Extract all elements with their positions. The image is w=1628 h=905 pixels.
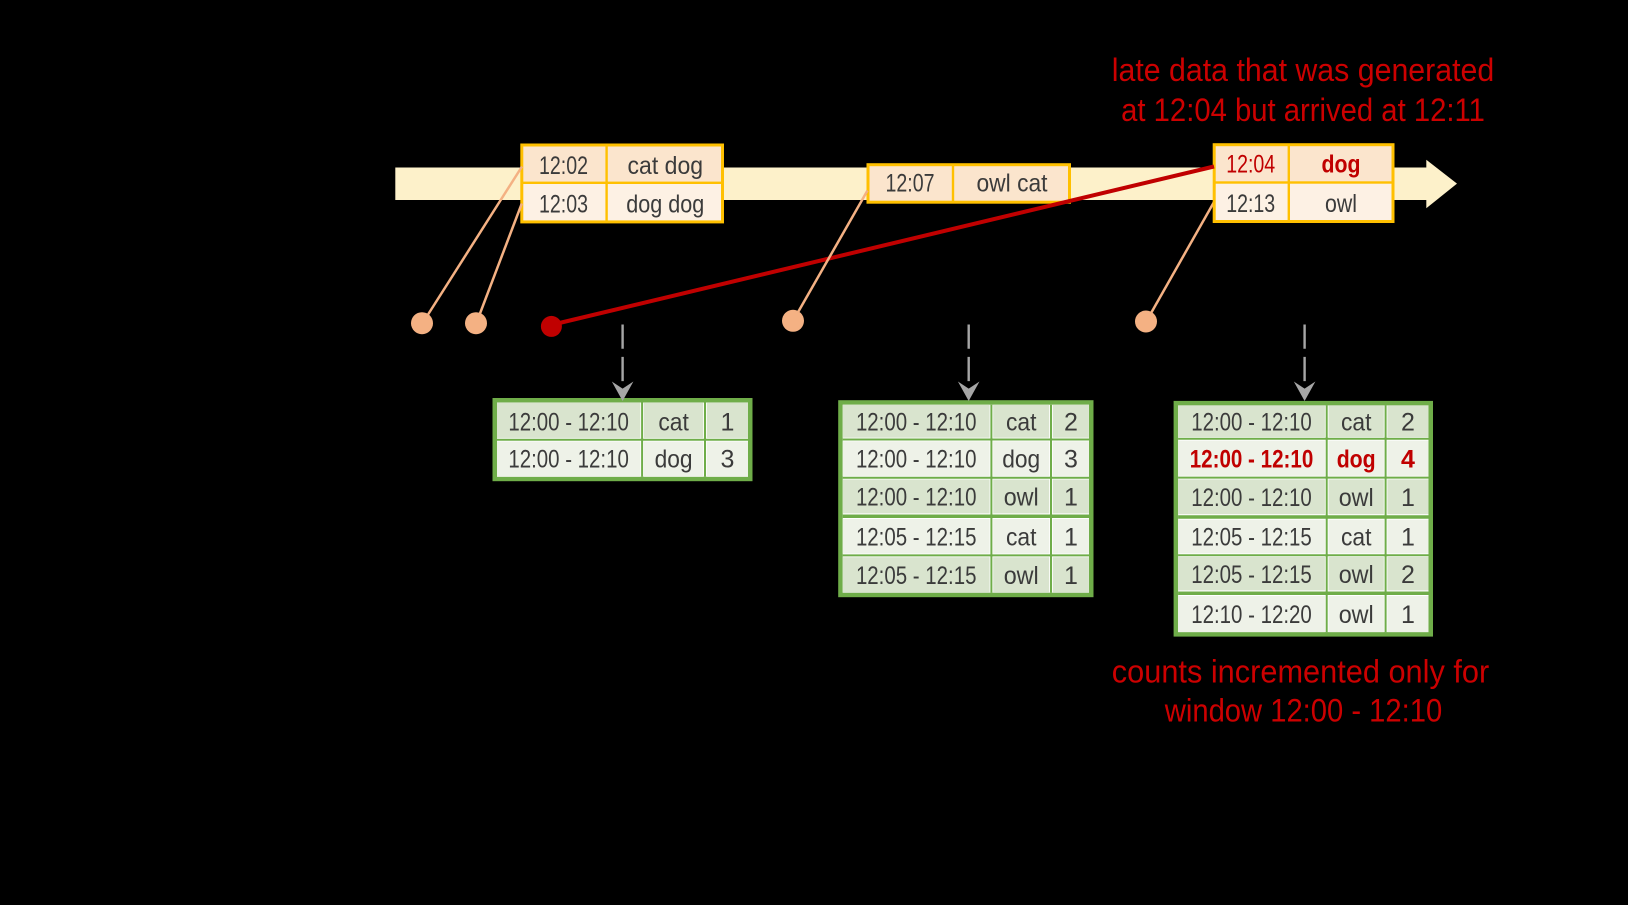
svg-text:12:00 - 12:10: 12:00 - 12:10 bbox=[508, 409, 629, 437]
svg-text:2: 2 bbox=[1064, 408, 1078, 436]
svg-text:1: 1 bbox=[1064, 562, 1078, 590]
svg-text:1: 1 bbox=[1064, 523, 1078, 551]
svg-text:dog: dog bbox=[1337, 445, 1376, 473]
svg-text:12:00 - 12:10: 12:00 - 12:10 bbox=[856, 484, 977, 512]
svg-text:1: 1 bbox=[720, 409, 734, 437]
svg-text:cat dog: cat dog bbox=[628, 152, 704, 180]
svg-text:cat: cat bbox=[1006, 408, 1037, 436]
svg-text:late data that was generated: late data that was generated bbox=[1112, 52, 1495, 88]
svg-text:12:00 - 12:10: 12:00 - 12:10 bbox=[508, 445, 629, 473]
svg-text:cat: cat bbox=[658, 409, 689, 437]
svg-text:4: 4 bbox=[1401, 445, 1415, 473]
svg-text:dog dog: dog dog bbox=[626, 190, 704, 218]
svg-text:12:00 - 12:10: 12:00 - 12:10 bbox=[1191, 408, 1312, 436]
svg-text:1: 1 bbox=[1064, 484, 1078, 512]
svg-text:owl: owl bbox=[1325, 190, 1357, 218]
svg-text:1: 1 bbox=[1401, 484, 1415, 512]
svg-text:dog: dog bbox=[655, 445, 693, 473]
svg-text:12:04: 12:04 bbox=[1226, 151, 1275, 179]
svg-text:at 12:04 but arrived at 12:11: at 12:04 but arrived at 12:11 bbox=[1121, 92, 1485, 128]
svg-text:dog: dog bbox=[1322, 151, 1361, 179]
svg-text:1: 1 bbox=[1401, 601, 1415, 629]
svg-text:3: 3 bbox=[720, 445, 734, 473]
svg-text:12:03: 12:03 bbox=[539, 190, 588, 218]
svg-text:owl: owl bbox=[1004, 562, 1039, 590]
svg-text:12:00 - 12:10: 12:00 - 12:10 bbox=[856, 446, 977, 474]
svg-text:cat: cat bbox=[1006, 523, 1037, 551]
svg-text:owl: owl bbox=[1339, 484, 1374, 512]
svg-text:owl cat: owl cat bbox=[977, 170, 1048, 198]
svg-text:window 12:00 - 12:10: window 12:00 - 12:10 bbox=[1164, 692, 1442, 728]
svg-text:dog: dog bbox=[1002, 446, 1040, 474]
svg-text:12:07: 12:07 bbox=[886, 170, 935, 198]
svg-text:1: 1 bbox=[1401, 524, 1415, 552]
svg-text:12:05 - 12:15: 12:05 - 12:15 bbox=[856, 523, 977, 551]
svg-text:12:13: 12:13 bbox=[1226, 190, 1275, 218]
svg-text:12:05 - 12:15: 12:05 - 12:15 bbox=[856, 562, 977, 590]
svg-text:counts incremented only for: counts incremented only for bbox=[1112, 654, 1490, 690]
svg-text:12:00 - 12:10: 12:00 - 12:10 bbox=[1190, 445, 1314, 473]
svg-text:2: 2 bbox=[1401, 561, 1415, 589]
svg-text:3: 3 bbox=[1064, 446, 1078, 474]
svg-text:12:10 - 12:20: 12:10 - 12:20 bbox=[1191, 601, 1312, 629]
svg-text:cat: cat bbox=[1341, 408, 1372, 436]
svg-text:cat: cat bbox=[1341, 524, 1372, 552]
svg-text:12:00 - 12:10: 12:00 - 12:10 bbox=[1191, 484, 1312, 512]
svg-text:12:00 - 12:10: 12:00 - 12:10 bbox=[856, 408, 977, 436]
svg-text:12:05 - 12:15: 12:05 - 12:15 bbox=[1191, 524, 1312, 552]
svg-text:12:02: 12:02 bbox=[539, 152, 588, 180]
svg-text:owl: owl bbox=[1004, 484, 1039, 512]
svg-text:12:05 - 12:15: 12:05 - 12:15 bbox=[1191, 561, 1312, 589]
svg-text:owl: owl bbox=[1339, 601, 1374, 629]
svg-text:2: 2 bbox=[1401, 408, 1415, 436]
svg-text:owl: owl bbox=[1339, 561, 1374, 589]
